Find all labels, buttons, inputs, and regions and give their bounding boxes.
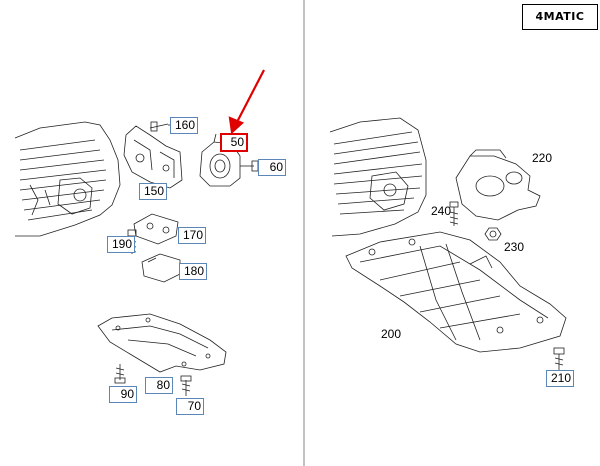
part-callout-70[interactable]: 70 <box>176 398 204 415</box>
part-label-220: 220 <box>532 151 553 165</box>
part-callout-170[interactable]: 170 <box>178 227 206 244</box>
4matic-badge: 4MATIC <box>522 4 598 30</box>
engine-block-right <box>329 117 427 237</box>
part-callout-90[interactable]: 90 <box>109 386 137 403</box>
part-callout-80[interactable]: 80 <box>145 377 173 394</box>
part-callout-150[interactable]: 150 <box>139 183 167 200</box>
part-label-200: 200 <box>381 327 402 341</box>
bracket-180 <box>141 253 181 283</box>
bracket-150 <box>123 125 183 189</box>
indicator-arrow <box>228 69 265 135</box>
engine-block-left <box>14 121 121 237</box>
nut-230 <box>484 227 502 241</box>
bolt-70 <box>180 375 192 396</box>
part-label-240: 240 <box>431 204 452 218</box>
part-callout-50[interactable]: 50 <box>220 133 248 152</box>
bolt-160 <box>149 121 169 132</box>
part-callout-190[interactable]: 190 <box>107 236 135 253</box>
part-callout-180[interactable]: 180 <box>179 263 207 280</box>
crossmember-200 <box>345 231 567 353</box>
part-label-230: 230 <box>504 240 525 254</box>
plate-170 <box>133 213 179 245</box>
part-callout-60[interactable]: 60 <box>258 159 286 176</box>
part-callout-210[interactable]: 210 <box>546 370 574 387</box>
transmission-mount-220 <box>455 149 541 221</box>
skid-plate-80 <box>97 313 227 373</box>
bolt-210 <box>553 347 565 370</box>
bolt-240 <box>449 201 459 226</box>
bolt-60 <box>240 160 259 172</box>
part-callout-160[interactable]: 160 <box>170 117 198 134</box>
bolt-90 <box>114 364 126 384</box>
